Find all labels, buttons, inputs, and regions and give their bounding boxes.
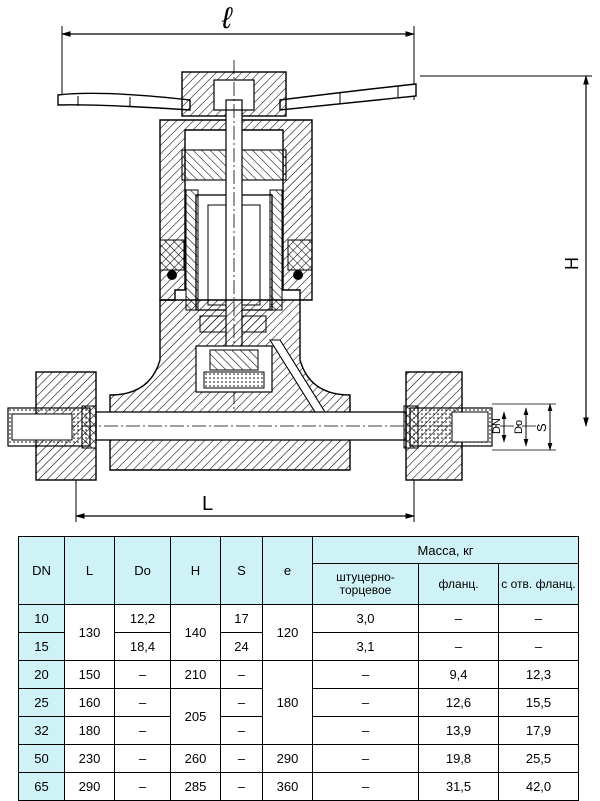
- cell-e: 360: [262, 772, 313, 801]
- header-h: H: [170, 536, 221, 605]
- header-mass: Масса, кг: [312, 536, 579, 564]
- cell-mass-flanged: –: [418, 604, 499, 633]
- dimension-Do-label: Do: [513, 420, 525, 434]
- cell-do: –: [114, 716, 171, 745]
- cell-mass-fitting: –: [312, 660, 419, 689]
- header-dn: DN: [18, 536, 65, 605]
- dimension-l-top: ℓ: [61, 2, 415, 100]
- cell-mass-flanged: 12,6: [418, 688, 499, 717]
- cell-e: 120: [262, 604, 313, 661]
- cell-s: –: [220, 772, 263, 801]
- cell-mass-fitting: 3,0: [312, 604, 419, 633]
- table-row: 10 130 12,2 140 17 120 3,0 – –: [18, 604, 579, 661]
- dimension-L-label: L: [202, 493, 213, 515]
- cell-mass-flanged: 31,5: [418, 772, 499, 801]
- cell-dn: 15: [18, 632, 65, 661]
- cell-mass-counter-flanged: 15,5: [498, 688, 579, 717]
- header-s: S: [220, 536, 263, 605]
- cell-s: –: [220, 688, 263, 717]
- cell-do: –: [114, 772, 171, 801]
- cell-dn: 10: [18, 604, 65, 633]
- cell-l: 130: [64, 604, 115, 661]
- cell-h: 260: [170, 744, 221, 773]
- table-row: 65 290 – 285 – 360 – 31,5 42,0: [18, 772, 579, 801]
- cell-mass-flanged: 9,4: [418, 660, 499, 689]
- cell-dn: 25: [18, 688, 65, 717]
- cell-do: –: [114, 744, 171, 773]
- header-mass-fitting: штуцерно-торцевое: [312, 563, 419, 605]
- cell-mass-fitting: 3,1: [312, 632, 419, 661]
- cell-l: 150: [64, 660, 115, 689]
- table-row: 20 150 – 210 – 180 – 9,4 12,3: [18, 660, 579, 745]
- cell-do: –: [114, 660, 171, 689]
- dimension-pipe: DN Do S: [491, 403, 556, 451]
- cell-l: 290: [64, 772, 115, 801]
- table-row: 32 180 – – – 13,9 17,9: [18, 716, 579, 745]
- cell-mass-fitting: –: [312, 772, 419, 801]
- cell-l: 230: [64, 744, 115, 773]
- right-union-fitting: [403, 371, 493, 481]
- cell-mass-flanged: 13,9: [418, 716, 499, 745]
- left-union-fitting: [7, 371, 97, 481]
- cell-mass-counter-flanged: 42,0: [498, 772, 579, 801]
- cell-mass-fitting: –: [312, 688, 419, 717]
- cell-h: 285: [170, 772, 221, 801]
- dimension-S-label: S: [534, 423, 549, 432]
- header-mass-counter-flanged: с отв. фланц.: [498, 563, 579, 605]
- header-e: e: [262, 536, 313, 605]
- cell-dn: 50: [18, 744, 65, 773]
- cell-mass-fitting: –: [312, 744, 419, 773]
- cell-l: 160: [64, 688, 115, 717]
- cell-l: 180: [64, 716, 115, 745]
- cell-do: 12,2: [114, 604, 171, 633]
- cell-mass-flanged: –: [418, 632, 499, 661]
- cell-mass-counter-flanged: –: [498, 632, 579, 661]
- dimension-H: H: [420, 75, 592, 427]
- cell-s: –: [220, 660, 263, 689]
- table-row: 25 160 – 205 – – 12,6 15,5: [18, 688, 579, 745]
- cell-s: 17: [220, 604, 263, 633]
- cell-mass-fitting: –: [312, 716, 419, 745]
- specification-table: DN L Do H S e Масса, кг штуцерно-торцево…: [18, 536, 579, 801]
- cell-do: 18,4: [114, 632, 171, 661]
- cell-s: –: [220, 716, 263, 745]
- table-row: 50 230 – 260 – 290 – 19,8 25,5: [18, 744, 579, 773]
- cell-mass-counter-flanged: –: [498, 604, 579, 633]
- cell-mass-flanged: 19,8: [418, 744, 499, 773]
- cell-s: –: [220, 744, 263, 773]
- table-row: 15 18,4 24 3,1 – –: [18, 632, 579, 661]
- dimension-L: L: [75, 480, 415, 522]
- header-l: L: [64, 536, 115, 605]
- cell-mass-counter-flanged: 25,5: [498, 744, 579, 773]
- cell-do: –: [114, 688, 171, 717]
- cell-h: 140: [170, 604, 221, 661]
- cell-h: 205: [170, 688, 221, 745]
- cell-e: 180: [262, 660, 313, 745]
- dimension-H-label: H: [562, 257, 582, 270]
- cell-dn: 20: [18, 660, 65, 689]
- cell-mass-counter-flanged: 12,3: [498, 660, 579, 689]
- cell-dn: 32: [18, 716, 65, 745]
- cell-e: 290: [262, 744, 313, 773]
- header-mass-flanged: фланц.: [418, 563, 499, 605]
- dimension-l-top-label: ℓ: [221, 2, 233, 35]
- valve-section-drawing: ℓ: [7, 2, 592, 522]
- cell-mass-counter-flanged: 17,9: [498, 716, 579, 745]
- cell-s: 24: [220, 632, 263, 661]
- dimension-DN-label: DN: [491, 418, 503, 434]
- cell-h: 210: [170, 660, 221, 689]
- cell-dn: 65: [18, 772, 65, 801]
- header-do: Do: [114, 536, 171, 605]
